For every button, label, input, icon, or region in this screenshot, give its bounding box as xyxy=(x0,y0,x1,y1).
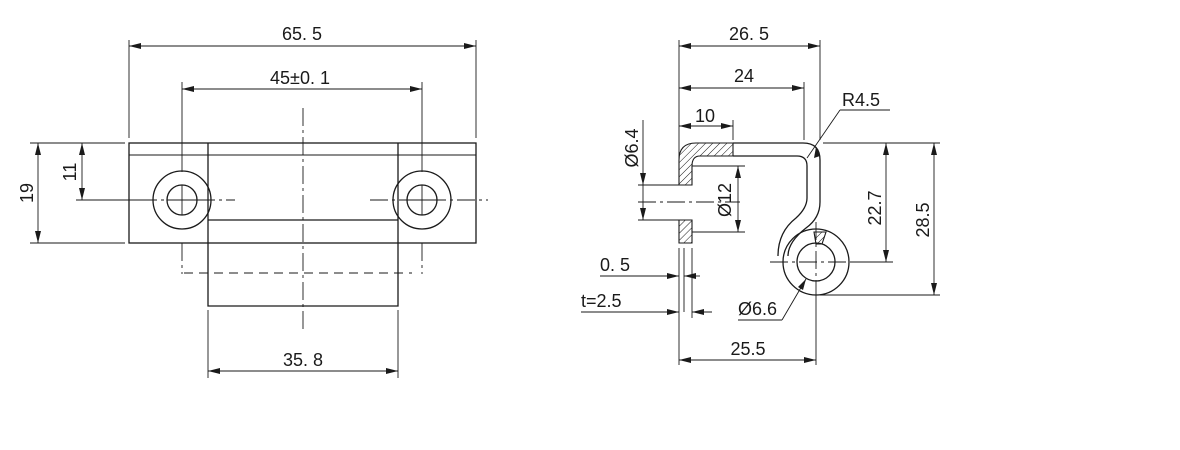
hinge-outer-profile xyxy=(733,142,821,257)
side-view: 26. 5 24 10 R4.5 Ø6.4 Ø12 xyxy=(581,24,940,365)
dim-overall-width: 65. 5 xyxy=(282,24,322,44)
dim-width-top: 26. 5 xyxy=(729,24,769,44)
dim-pin-diameter: Ø6.6 xyxy=(738,299,777,319)
front-view: 65. 5 45±0. 1 19 11 35. 8 xyxy=(17,24,488,378)
dim-hole-height: 11 xyxy=(60,163,80,182)
front-body-outline xyxy=(128,142,477,244)
dim-bend-radius: R4.5 xyxy=(842,90,880,110)
lip-section-hatch xyxy=(678,142,734,186)
dim-gap: 0. 5 xyxy=(600,255,630,275)
pin-slot xyxy=(813,231,827,245)
dim-bore-diameter: Ø12 xyxy=(715,183,735,217)
dim-lip-diameter: Ø6.4 xyxy=(622,128,642,167)
dim-base-width: 25.5 xyxy=(730,339,765,359)
dim-lip-width: 10 xyxy=(695,106,715,126)
dim-total-height: 28.5 xyxy=(913,202,933,237)
dim-hinge-height: 22.7 xyxy=(865,190,885,225)
dim-overall-height: 19 xyxy=(17,183,37,203)
dim-bottom-width: 35. 8 xyxy=(283,350,323,370)
hinge-inner-profile xyxy=(733,155,808,257)
dim-width-inner: 24 xyxy=(734,66,754,86)
dim-hole-spacing: 45±0. 1 xyxy=(270,68,330,88)
lip-lower-hatch xyxy=(678,219,693,244)
dim-thickness: t=2.5 xyxy=(581,291,622,311)
